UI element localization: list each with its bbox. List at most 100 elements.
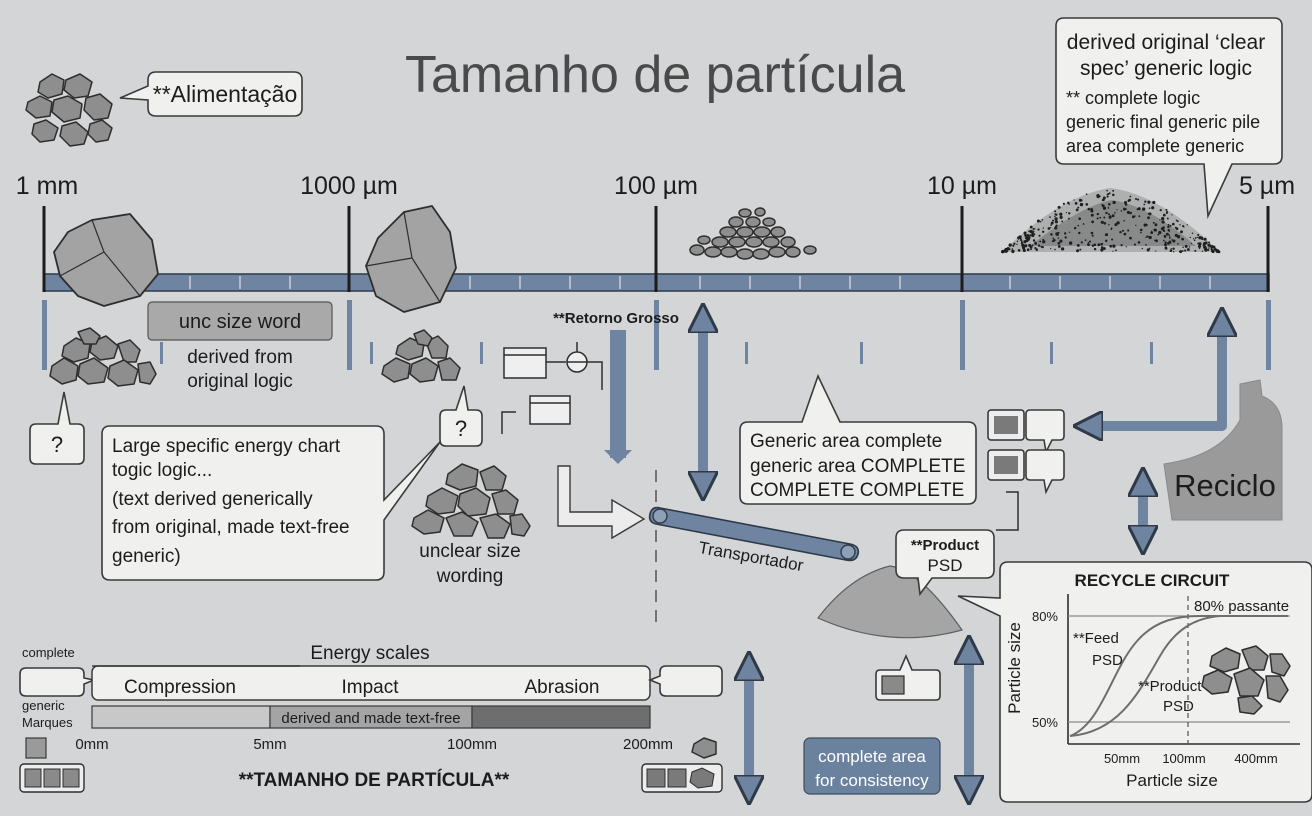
powder-speck — [1035, 248, 1038, 251]
medium-large-rock-icon — [365, 205, 457, 313]
powder-speck — [1062, 202, 1065, 205]
powder-speck — [1088, 240, 1092, 243]
powder-speck — [1097, 243, 1101, 247]
powder-speck — [1212, 250, 1214, 252]
powder-speck — [1029, 246, 1033, 249]
powder-speck — [1042, 238, 1045, 241]
coarse-rocks-icon — [49, 327, 157, 387]
powder-speck — [1136, 198, 1140, 201]
powder-speck — [1091, 244, 1095, 247]
triple-box-icon-left — [19, 763, 85, 793]
powder-speck — [1074, 202, 1078, 205]
powder-speck — [1159, 209, 1162, 212]
powder-speck — [1018, 250, 1021, 252]
energy-segment-abrasion: Abrasion — [525, 677, 600, 698]
powder-speck — [1085, 203, 1089, 206]
powder-speck — [1135, 198, 1137, 200]
product-pile-icon — [817, 565, 963, 639]
feed-rocks-icon — [25, 73, 113, 147]
powder-speck — [1100, 246, 1104, 249]
complete-area-line-2: for consistency — [815, 771, 929, 790]
powder-speck — [1016, 243, 1018, 246]
powder-speck — [1116, 221, 1120, 225]
powder-speck — [1125, 246, 1127, 248]
powder-speck — [1052, 219, 1055, 222]
powder-speck — [1148, 207, 1151, 210]
powder-speck — [1103, 247, 1106, 250]
scale-tick-1mm: 1 mm — [16, 172, 79, 200]
powder-speck — [1153, 228, 1157, 232]
powder-speck — [1146, 235, 1149, 238]
powder-speck — [1208, 241, 1211, 244]
powder-speck — [1027, 235, 1030, 238]
scale-tick-1000um: 1000 µm — [300, 172, 398, 200]
powder-speck — [1050, 247, 1052, 250]
powder-speck — [1145, 236, 1147, 239]
powder-speck — [1087, 207, 1091, 211]
question-callout-left: ? — [29, 391, 85, 465]
powder-speck — [1119, 230, 1122, 234]
question-callout-middle: ? — [439, 385, 483, 447]
powder-speck — [1102, 206, 1107, 210]
reciclo-label: Reciclo — [1174, 468, 1276, 503]
powder-speck — [1169, 224, 1172, 227]
powder-speck — [1096, 217, 1099, 220]
recycle-chart-y-label: Particle size — [1005, 622, 1024, 714]
powder-speck — [1143, 223, 1147, 227]
powder-speck — [1171, 214, 1173, 216]
conveyor-belt-icon — [648, 506, 860, 562]
energy-segment-impact: Impact — [341, 677, 399, 698]
powder-speck — [1151, 230, 1153, 232]
powder-speck — [1201, 250, 1204, 252]
powder-speck — [1052, 237, 1054, 240]
powder-speck — [1087, 243, 1090, 247]
powder-speck — [1078, 231, 1081, 235]
retorno-arrow-shaft — [610, 330, 626, 458]
energy-axis-100mm: 100mm — [447, 736, 497, 753]
powder-speck — [1037, 228, 1040, 231]
powder-speck — [1029, 234, 1032, 237]
feed-psd-line-1: **Feed — [1073, 630, 1119, 647]
powder-speck — [1099, 216, 1102, 219]
powder-speck — [1100, 220, 1104, 224]
powder-speck — [1012, 244, 1015, 247]
powder-speck — [1050, 233, 1053, 236]
powder-speck — [1139, 228, 1143, 232]
powder-speck — [1023, 231, 1027, 235]
powder-speck — [1104, 239, 1108, 243]
powder-speck — [1049, 216, 1051, 219]
powder-speck — [1155, 239, 1158, 243]
powder-speck — [1154, 223, 1158, 227]
powder-speck — [1109, 216, 1112, 219]
powder-speck — [1068, 231, 1071, 233]
powder-speck — [1031, 233, 1035, 238]
powder-speck — [1122, 207, 1126, 211]
energy-bar-text: derived and made text-free — [281, 710, 460, 727]
powder-speck — [1137, 207, 1141, 211]
powder-speck — [1202, 241, 1207, 246]
powder-speck — [1032, 227, 1035, 230]
powder-speck — [1085, 193, 1088, 196]
powder-speck — [1191, 232, 1194, 235]
powder-speck — [1110, 227, 1113, 230]
generic-area-line-3: COMPLETE COMPLETE — [750, 480, 964, 501]
powder-speck — [1172, 247, 1175, 250]
generic-area-line-1: Generic area complete — [750, 431, 942, 452]
powder-speck — [1023, 240, 1027, 244]
note-line-2: spec’ generic logic — [1080, 57, 1252, 80]
powder-speck — [1215, 249, 1219, 254]
powder-speck — [1090, 213, 1094, 217]
product-callout: **Product PSD — [895, 529, 995, 597]
powder-speck — [1050, 226, 1052, 229]
powder-speck — [1087, 242, 1090, 244]
energy-note-line-1: Large specific energy chart — [112, 436, 341, 457]
small-square-icon — [25, 737, 47, 759]
powder-speck — [1050, 222, 1053, 225]
product-psd-line-2: PSD — [1163, 698, 1194, 715]
powder-speck — [1005, 248, 1008, 251]
powder-speck — [1011, 248, 1014, 250]
powder-speck — [1105, 211, 1108, 215]
powder-speck — [1028, 243, 1032, 247]
note-line-3: ** complete logic — [1066, 88, 1200, 108]
